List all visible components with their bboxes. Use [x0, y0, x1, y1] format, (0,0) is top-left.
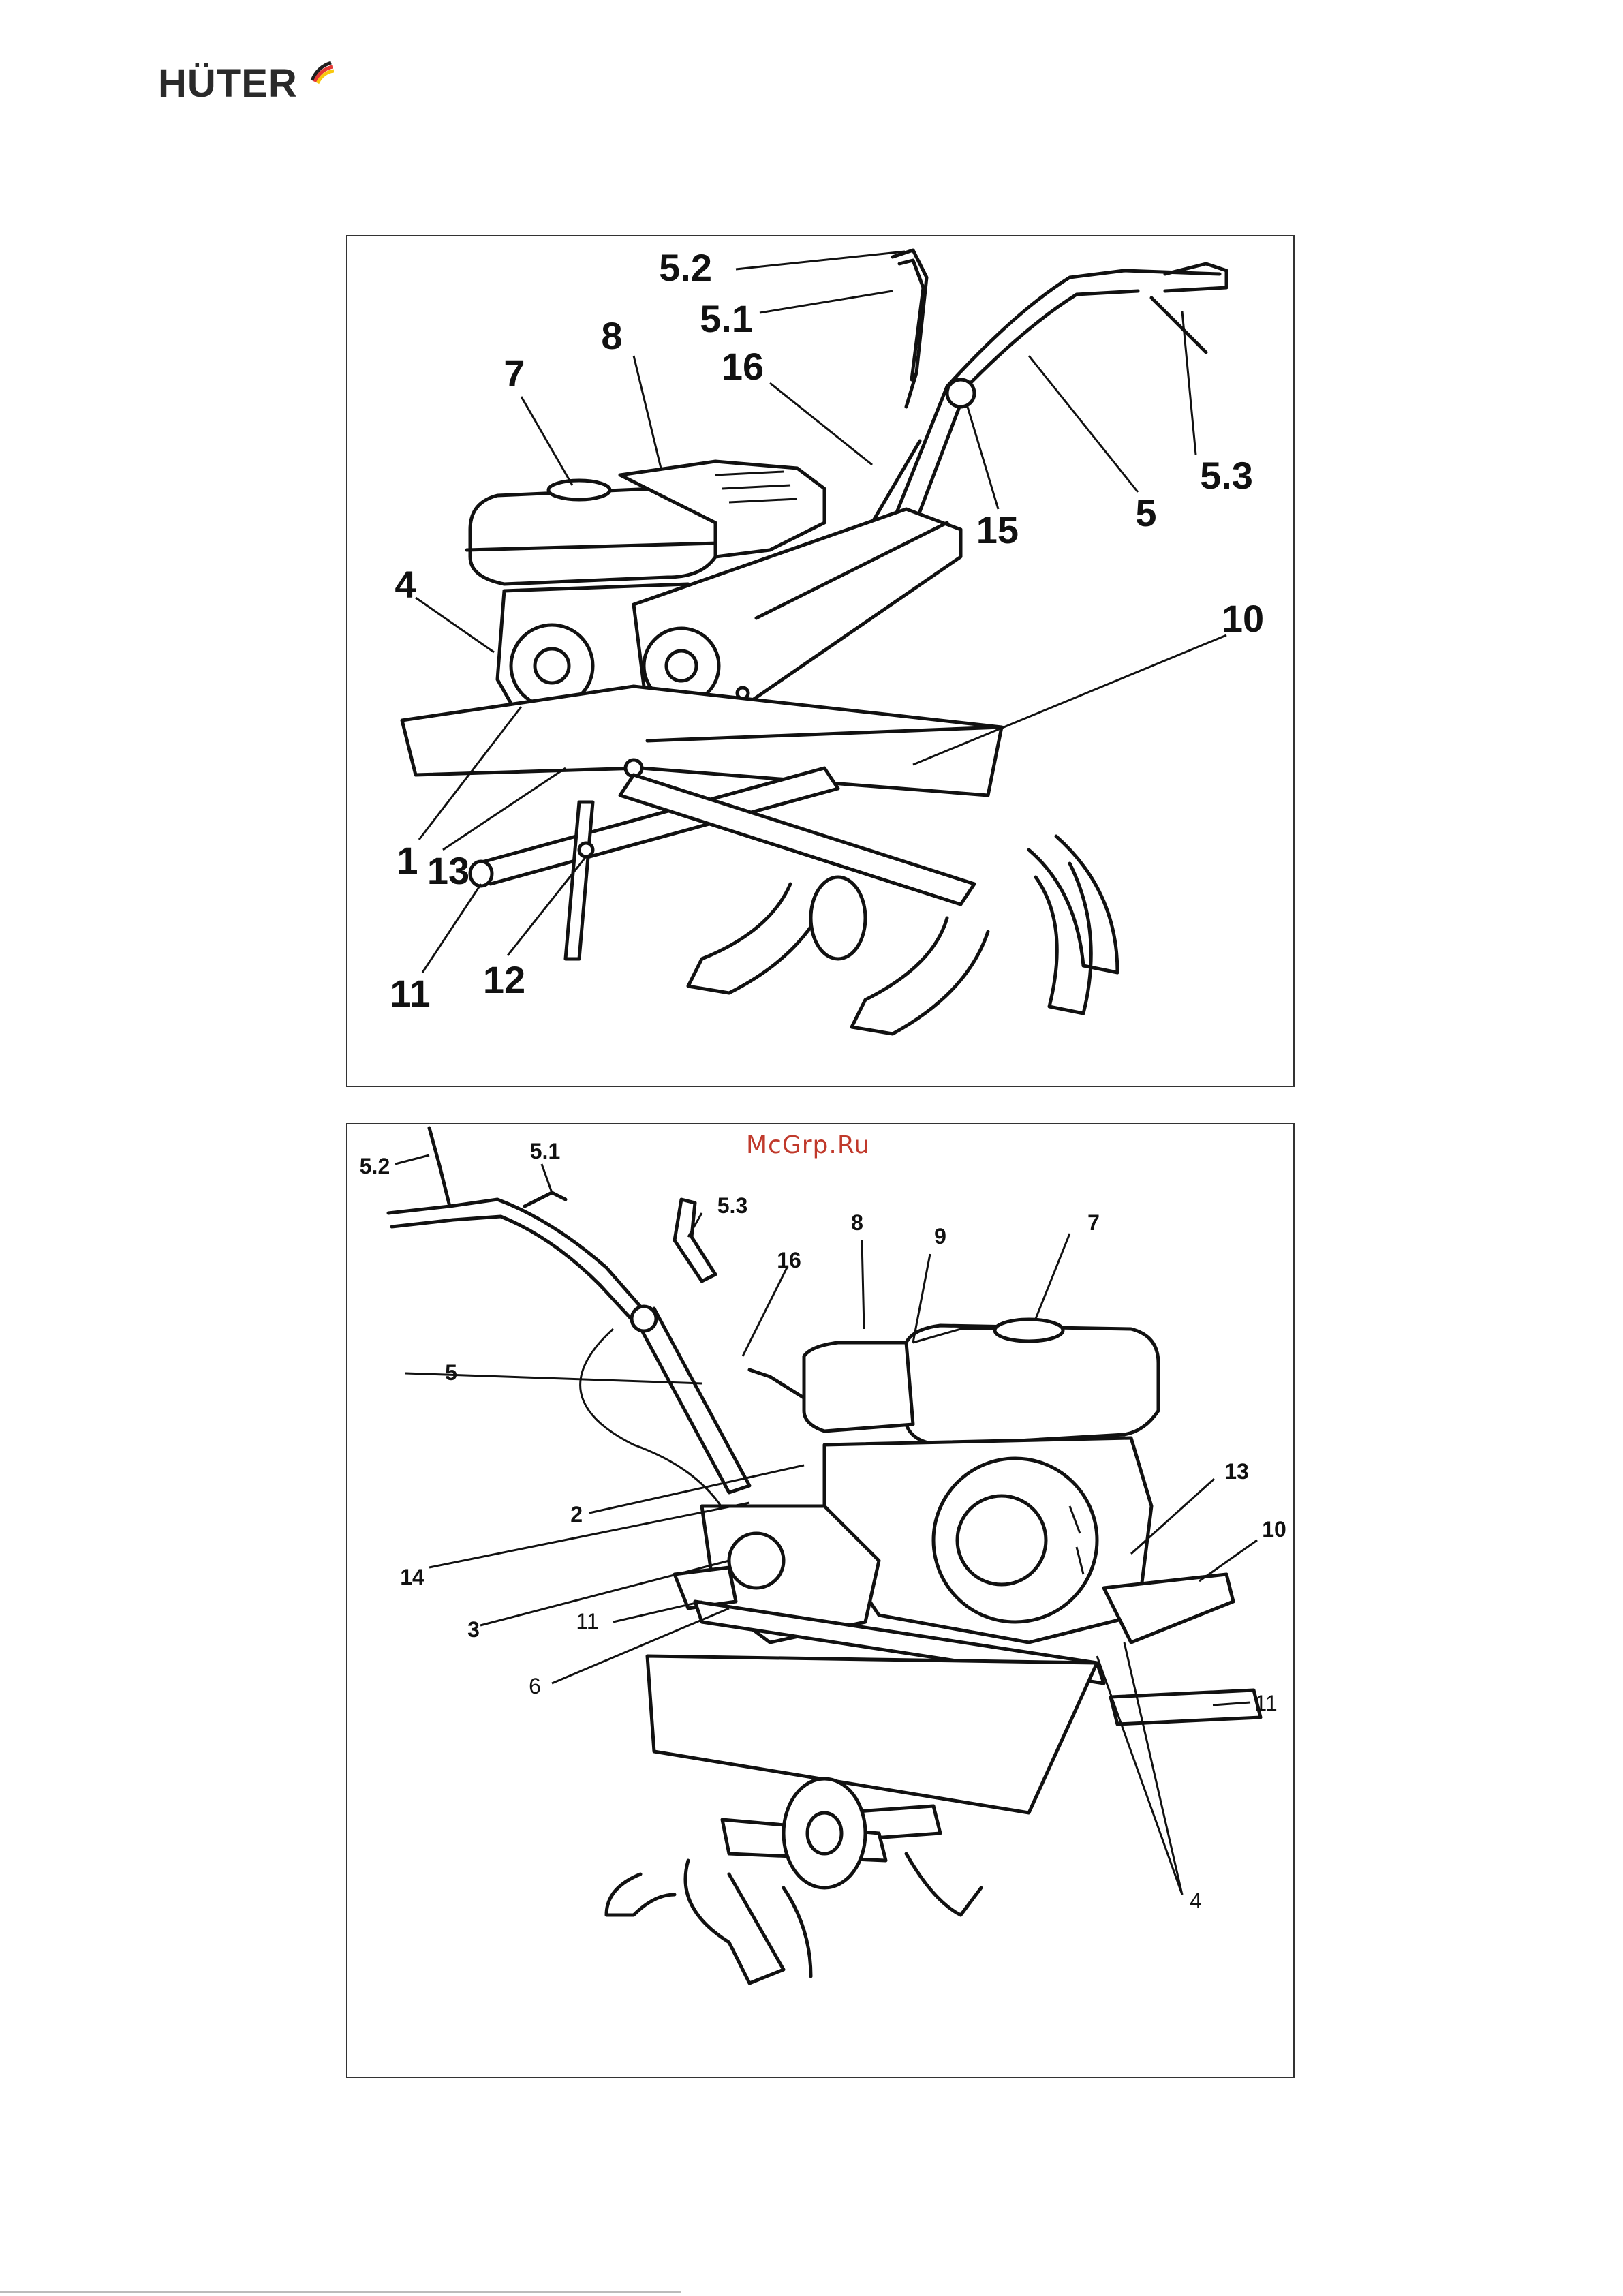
callout-top-5-1: 5.1	[700, 297, 753, 340]
callout-bottom-11-right: 11	[1254, 1691, 1277, 1715]
callout-bottom-6: 6	[529, 1674, 541, 1698]
callout-bottom-14: 14	[400, 1565, 424, 1589]
fuel-cap-bottom	[995, 1319, 1063, 1341]
callout-top-10: 10	[1222, 597, 1264, 640]
callout-bottom-3: 3	[467, 1617, 480, 1642]
axle-right	[1111, 1690, 1261, 1724]
callout-top-15: 15	[976, 508, 1019, 551]
callout-bottom-5-1: 5.1	[530, 1139, 560, 1163]
callout-top-4: 4	[395, 563, 416, 606]
handle-pivot-bolt-bottom	[632, 1306, 656, 1331]
callout-bottom-10: 10	[1262, 1517, 1286, 1542]
callout-top-16: 16	[722, 345, 764, 388]
callout-bottom-5-3: 5.3	[717, 1193, 747, 1218]
callout-bottom-5: 5	[445, 1360, 457, 1385]
callout-bottom-2: 2	[570, 1502, 583, 1527]
callout-top-13: 13	[427, 849, 469, 892]
handle-pivot-bolt	[947, 380, 974, 407]
figure-bottom-drawing: 5.2 5.1 5.3 8 9 7 16 5 2 14 3 11 6 13 10…	[347, 1124, 1293, 2077]
watermark: McGrp.Ru	[746, 1131, 870, 1159]
figure-top-drawing: 5.2 5.1 8 7 16 15 5 5.3 4 10 1 13 11 12	[347, 236, 1293, 1086]
callout-top-5: 5	[1135, 491, 1156, 534]
brand-name: HÜTER	[158, 60, 298, 108]
callout-bottom-4: 4	[1190, 1888, 1202, 1913]
footer-divider	[0, 2291, 681, 2293]
callout-top-7: 7	[504, 352, 525, 395]
callout-top-8: 8	[601, 314, 622, 357]
callout-top-11: 11	[390, 972, 430, 1015]
callout-top-5-3: 5.3	[1200, 454, 1253, 497]
figure-bottom-panel: 5.2 5.1 5.3 8 9 7 16 5 2 14 3 11 6 13 10…	[346, 1123, 1295, 2078]
brand-flag-icon	[309, 60, 334, 85]
callout-top-1: 1	[397, 839, 418, 882]
callout-bottom-11-left: 11	[576, 1609, 598, 1634]
callout-bottom-8: 8	[851, 1210, 863, 1235]
depth-bar	[566, 802, 593, 959]
fuel-cap	[548, 480, 610, 500]
callout-top-5-2: 5.2	[659, 246, 712, 289]
callout-bottom-9: 9	[934, 1224, 946, 1249]
callout-bottom-16: 16	[777, 1248, 801, 1272]
callout-bottom-5-2: 5.2	[360, 1154, 390, 1178]
callout-top-12: 12	[483, 958, 525, 1001]
figure-top-panel: 5.2 5.1 8 7 16 15 5 5.3 4 10 1 13 11 12	[346, 235, 1295, 1087]
callout-bottom-13: 13	[1224, 1459, 1249, 1484]
callout-bottom-7: 7	[1087, 1210, 1100, 1235]
